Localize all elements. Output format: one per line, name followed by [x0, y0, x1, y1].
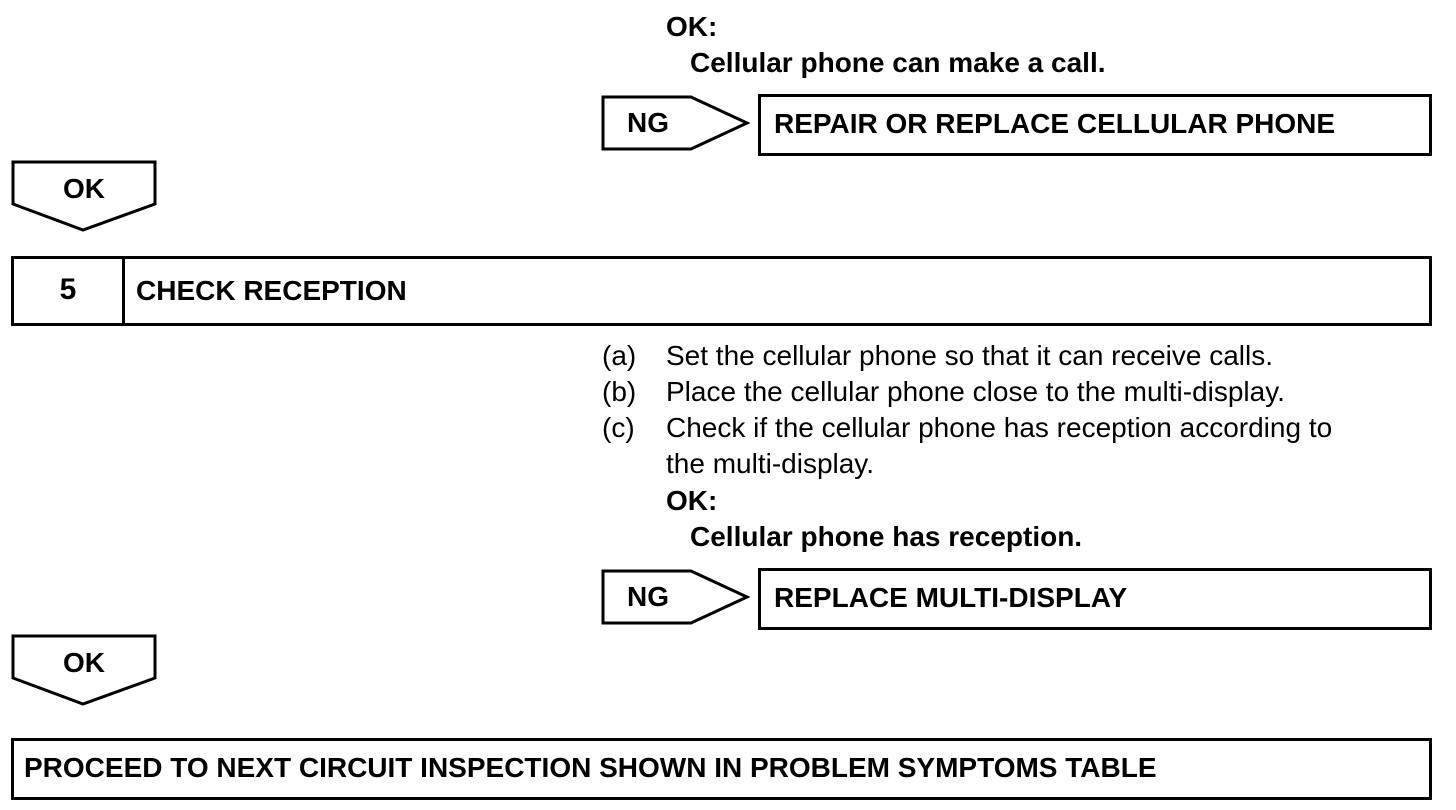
step-header: 5 CHECK RECEPTION	[11, 256, 1432, 326]
substep-label: (a)	[602, 340, 637, 371]
ok-arrow-label: OK	[63, 173, 105, 204]
ng-action-box: REPLACE MULTI-DISPLAY	[758, 568, 1432, 630]
substep-label: (b)	[602, 376, 637, 407]
ng-action-text: REPAIR OR REPLACE CELLULAR PHONE	[774, 108, 1336, 139]
ng-arrow-icon	[601, 95, 751, 151]
ok-criteria-text: Cellular phone can make a call.	[690, 47, 1106, 78]
substep-text: Check if the cellular phone has receptio…	[666, 412, 1333, 443]
substep-text-continued: the multi-display.	[666, 448, 875, 479]
substep-text: Place the cellular phone close to the mu…	[666, 376, 1285, 407]
step-number: 5	[59, 273, 77, 306]
final-action-text: PROCEED TO NEXT CIRCUIT INSPECTION SHOWN…	[24, 752, 1157, 783]
step-title: CHECK RECEPTION	[136, 275, 407, 306]
ng-label: NG	[627, 581, 669, 612]
ng-arrow-icon	[601, 569, 751, 625]
ng-action-text: REPLACE MULTI-DISPLAY	[774, 582, 1128, 613]
substep-text: Set the cellular phone so that it can re…	[666, 340, 1274, 371]
final-action-box: PROCEED TO NEXT CIRCUIT INSPECTION SHOWN…	[11, 738, 1432, 800]
ok-heading: OK:	[666, 11, 718, 42]
ng-label: NG	[627, 107, 669, 138]
ok-criteria-text: Cellular phone has reception.	[690, 521, 1083, 552]
ok-arrow-label: OK	[63, 647, 105, 678]
ok-heading: OK:	[666, 485, 718, 516]
ok-arrow-icon	[11, 634, 157, 706]
step-divider	[122, 259, 125, 323]
ok-arrow-icon	[11, 160, 157, 232]
substep-label: (c)	[602, 412, 635, 443]
ng-action-box: REPAIR OR REPLACE CELLULAR PHONE	[758, 94, 1432, 156]
